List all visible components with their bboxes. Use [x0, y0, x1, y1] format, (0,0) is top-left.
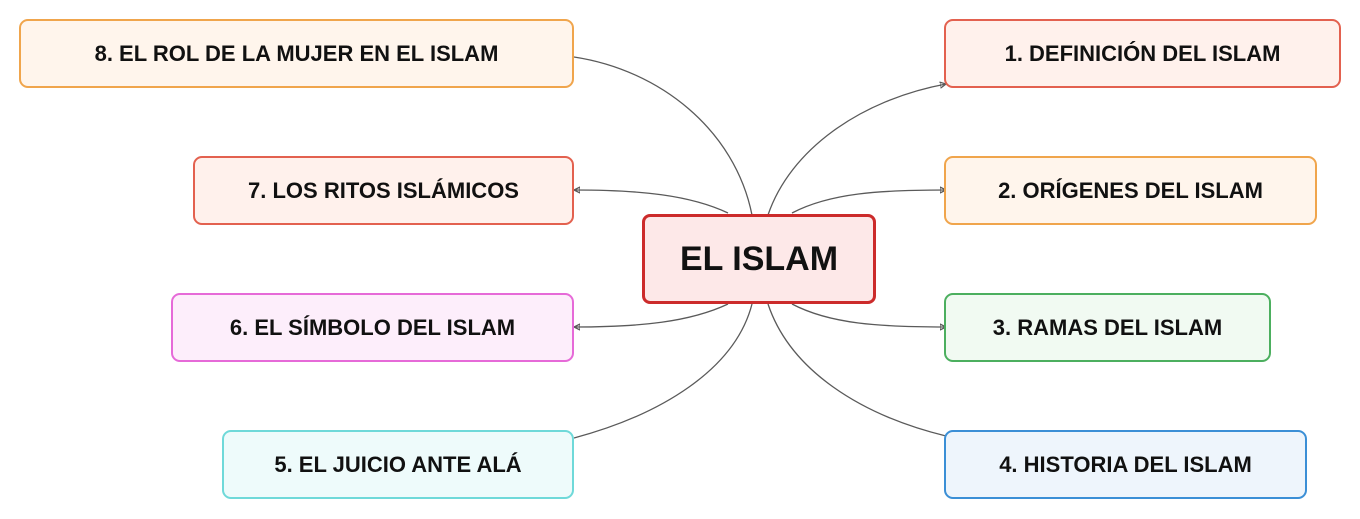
connector-center-to-4	[767, 303, 947, 437]
topic-6-label: 6. EL SÍMBOLO DEL ISLAM	[229, 314, 516, 340]
connector-center-to-6	[574, 303, 729, 327]
topic-4-label: 4. HISTORIA DEL ISLAM	[999, 451, 1252, 477]
connector-center-to-3	[791, 303, 946, 327]
topic-7-label: 7. LOS RITOS ISLÁMICOS	[248, 177, 519, 203]
topic-3-ramas-islam[interactable]: 3. RAMAS DEL ISLAM	[944, 293, 1271, 362]
topic-5-label: 5. EL JUICIO ANTE ALÁ	[274, 451, 522, 477]
connector-center-to-2	[791, 190, 946, 214]
connector-center-to-5	[573, 303, 753, 439]
topic-1-label: 1. DEFINICIÓN DEL ISLAM	[1004, 40, 1281, 66]
connector-center-to-1	[767, 84, 946, 216]
central-topic[interactable]: EL ISLAM	[642, 214, 876, 304]
topic-3-label: 3. RAMAS DEL ISLAM	[992, 314, 1223, 340]
topic-8-label: 8. EL ROL DE LA MUJER EN EL ISLAM	[94, 40, 499, 66]
connector-center-to-8	[573, 56, 753, 216]
connector-center-to-7	[574, 190, 729, 214]
topic-5-juicio-ante-ala[interactable]: 5. EL JUICIO ANTE ALÁ	[222, 430, 574, 499]
topic-6-simbolo-islam[interactable]: 6. EL SÍMBOLO DEL ISLAM	[171, 293, 574, 362]
topic-4-historia-islam[interactable]: 4. HISTORIA DEL ISLAM	[944, 430, 1307, 499]
topic-1-definicion-islam[interactable]: 1. DEFINICIÓN DEL ISLAM	[944, 19, 1341, 88]
central-topic-label: EL ISLAM	[679, 239, 839, 278]
topic-2-label: 2. ORÍGENES DEL ISLAM	[998, 177, 1263, 203]
topic-2-origenes-islam[interactable]: 2. ORÍGENES DEL ISLAM	[944, 156, 1317, 225]
topic-7-ritos-islamicos[interactable]: 7. LOS RITOS ISLÁMICOS	[193, 156, 574, 225]
topic-8-rol-mujer[interactable]: 8. EL ROL DE LA MUJER EN EL ISLAM	[19, 19, 574, 88]
